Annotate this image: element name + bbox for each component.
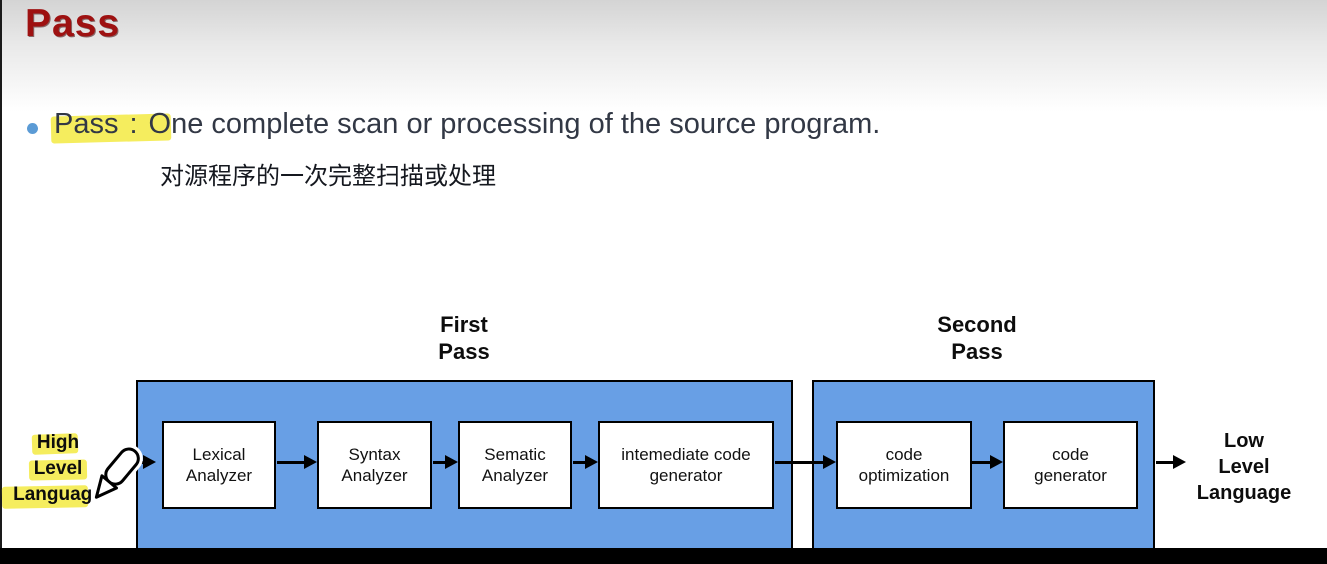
arrow-lexical-to-syntax	[277, 455, 317, 469]
second-pass-label: Second Pass	[937, 312, 1017, 364]
bullet-definition-en: One complete scan or processing of the s…	[148, 108, 881, 140]
bottom-letterbox-bar	[0, 548, 1327, 564]
box-code-generator: code generator	[1003, 421, 1138, 509]
output-language-label: Low Level Language	[1196, 430, 1292, 504]
bullet-colon: :	[129, 108, 138, 140]
bullet-icon	[27, 123, 38, 134]
first-pass-label: First Pass	[438, 312, 490, 364]
arrow-optimization-to-generator	[972, 455, 1003, 469]
box-lexical-analyzer: Lexical Analyzer	[162, 421, 276, 509]
left-edge-line	[0, 0, 2, 548]
highlighter-pen-icon	[91, 444, 143, 502]
input-language-label: High Level Language	[13, 432, 103, 505]
bullet-term: Pass	[54, 108, 119, 140]
box-syntax-analyzer: Syntax Analyzer	[317, 421, 432, 509]
slide-title: Pass	[25, 2, 121, 45]
box-intermediate-code-generator: intemediate code generator	[598, 421, 774, 509]
arrow-sematic-to-intermediate	[573, 455, 598, 469]
box-semantic-analyzer: Sematic Analyzer	[458, 421, 572, 509]
bullet-definition: Pass: One complete scan or processing of …	[54, 108, 880, 141]
arrow-generator-to-output	[1156, 455, 1186, 469]
bullet-definition-zh: 对源程序的一次完整扫描或处理	[160, 163, 496, 190]
arrow-syntax-to-sematic	[433, 455, 458, 469]
arrow-intermediate-to-optimization	[775, 455, 836, 469]
box-code-optimization: code optimization	[836, 421, 972, 509]
